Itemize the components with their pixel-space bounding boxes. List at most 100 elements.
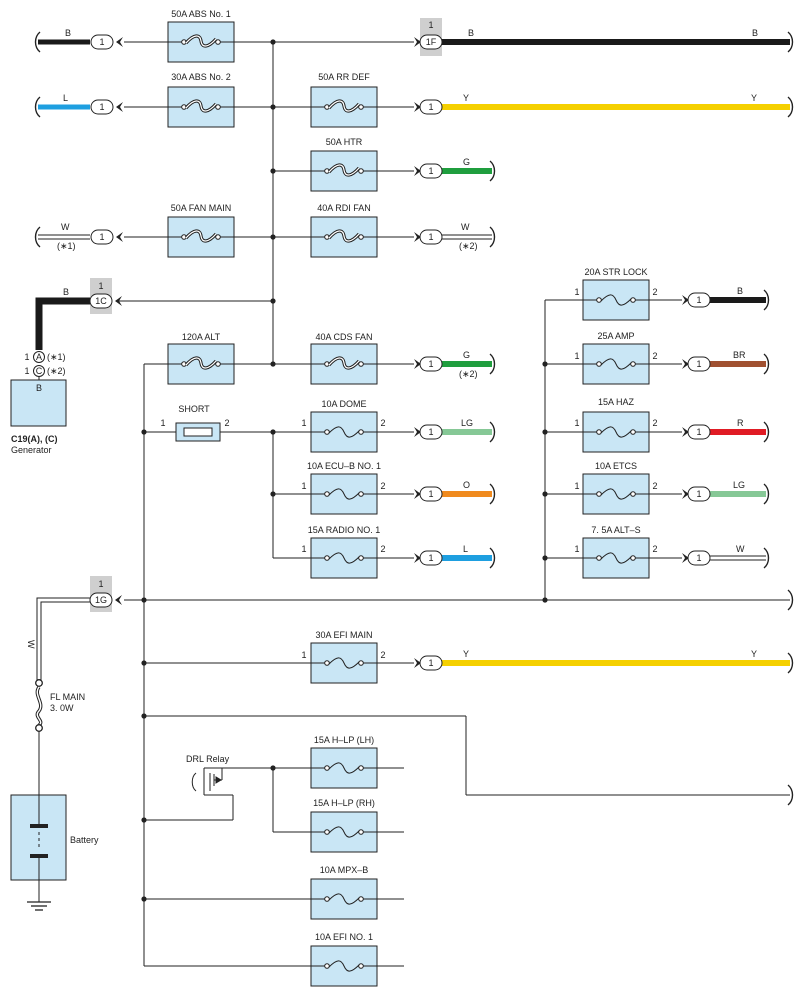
wire-label: Y (751, 93, 757, 103)
pin-number: 2 (652, 287, 657, 297)
wire-label: W (736, 544, 745, 554)
battery-label: Battery (70, 835, 99, 845)
fl-main-link: FL MAIN 3. 0W (35, 679, 85, 732)
wire-label: Y (463, 93, 469, 103)
fl-main-label: FL MAIN (50, 692, 85, 702)
pin-number: 2 (652, 351, 657, 361)
pin-number: 2 (652, 544, 657, 554)
wire-label: LG (461, 418, 473, 428)
wire-label: Y (463, 649, 469, 659)
svg-text:B: B (36, 383, 42, 393)
fuse-label: 40A RDI FAN (317, 203, 371, 213)
fuse-haz: 15A HAZ 1 2 (574, 397, 658, 453)
svg-text:1: 1 (428, 232, 433, 242)
svg-text:1: 1 (696, 553, 701, 563)
svg-text:1: 1 (428, 20, 433, 30)
fuse-abs2: 30A ABS No. 2 (166, 72, 236, 129)
svg-text:1: 1 (696, 489, 701, 499)
fuse-rdi-fan: 40A RDI FAN (309, 203, 379, 259)
fuse-radio1: 15A RADIO NO. 1 1 2 (301, 525, 386, 579)
pill-dome: 1 (414, 424, 443, 440)
pin-number: 1 (574, 351, 579, 361)
connector-1G: 1 1G (89, 576, 122, 612)
wire-label: Y (751, 649, 757, 659)
wire-label: B (752, 28, 758, 38)
generator-id: C19(A), (C) (11, 434, 58, 444)
connector-1C: 1 1C (89, 278, 122, 314)
pill-rr-def: 1 (414, 99, 443, 115)
svg-text:1: 1 (696, 295, 701, 305)
pill-str: 1 (682, 292, 711, 308)
pill-amp: 1 (682, 356, 711, 372)
pill-cds: 1 (414, 356, 443, 372)
svg-text:1: 1 (428, 489, 433, 499)
wire-label: W (26, 640, 36, 649)
svg-text:1: 1 (428, 166, 433, 176)
fuse-label: 10A ETCS (595, 461, 637, 471)
fuse-label: 7. 5A ALT–S (591, 525, 640, 535)
wire-label: B (737, 286, 743, 296)
fuse-label: 30A ABS No. 2 (171, 72, 231, 82)
pill-efi-main: 1 (414, 655, 443, 671)
note-label: (∗2) (459, 241, 478, 251)
fuse-alt: 120A ALT (166, 332, 236, 386)
pill-rdi: 1 (414, 229, 443, 245)
fuse-etcs: 10A ETCS 1 2 (574, 461, 658, 515)
wire-label: L (463, 544, 468, 554)
fuse-rr-def: 50A RR DEF (309, 72, 379, 129)
pill-left-abs1: 1 (90, 34, 123, 50)
pin-number: 1 (160, 418, 165, 428)
wire-label: G (463, 350, 470, 360)
wires-layer (38, 41, 790, 967)
wire-label: BR (733, 350, 746, 360)
note-label: (∗2) (459, 369, 478, 379)
pin-number: 2 (380, 544, 385, 554)
svg-text:1: 1 (696, 427, 701, 437)
short-pin: SHORT 1 2 (160, 404, 230, 442)
fuse-amp: 25A AMP 1 2 (574, 331, 658, 385)
fuse-efi-main: 30A EFI MAIN 1 2 (301, 630, 386, 684)
wire-label: O (463, 480, 470, 490)
pin-number: 2 (380, 418, 385, 428)
pill-ecu: 1 (414, 486, 443, 502)
svg-text:C: C (36, 366, 43, 376)
connector-pills: 1 1 1 1 1 1 1 1 1 1 1 1 1 1 1 1 1 1F 1 1… (89, 18, 711, 671)
wire-label: W (61, 222, 70, 232)
pin-number: 1 (24, 352, 29, 362)
fuse-hlp-rh: 15A H–LP (RH) (310, 798, 378, 853)
note-label: (∗1) (57, 241, 76, 251)
wire-label: W (461, 222, 470, 232)
connector-1F: 1 1F (414, 18, 443, 56)
junction-dots (141, 39, 548, 902)
pin-number: 1 (574, 544, 579, 554)
battery: Battery (10, 794, 99, 911)
fl-main-rating: 3. 0W (50, 703, 74, 713)
pin-number: 1 (301, 418, 306, 428)
fuse-ecu-b1: 10A ECU–B NO. 1 1 2 (301, 461, 386, 515)
wire-label: B (63, 287, 69, 297)
pill-etcs: 1 (682, 486, 711, 502)
pin-number: 1 (301, 650, 306, 660)
svg-text:1: 1 (428, 359, 433, 369)
wire-label: LG (733, 480, 745, 490)
svg-text:1F: 1F (426, 37, 437, 47)
pill-alts: 1 (682, 550, 711, 566)
fuse-label: 15A HAZ (598, 397, 635, 407)
svg-text:A: A (36, 352, 42, 362)
svg-text:1: 1 (428, 553, 433, 563)
drl-relay: DRL Relay (186, 754, 230, 796)
fuse-label: 10A MPX–B (320, 865, 369, 875)
fuse-str-lock: 20A STR LOCK 1 2 (574, 267, 658, 321)
pill-left-abs2: 1 (90, 99, 123, 115)
svg-text:1: 1 (98, 579, 103, 589)
generator-name: Generator (11, 445, 52, 455)
svg-text:1: 1 (99, 102, 104, 112)
fuse-label: 40A CDS FAN (315, 332, 372, 342)
fuse-label: SHORT (178, 404, 210, 414)
drl-relay-label: DRL Relay (186, 754, 230, 764)
wire-label: B (468, 28, 474, 38)
fuse-cds-fan: 40A CDS FAN (309, 332, 379, 386)
generator: A C 1 1 (∗1) (∗2) B C19(A), (C) Generato… (10, 351, 67, 455)
svg-text:1: 1 (99, 232, 104, 242)
